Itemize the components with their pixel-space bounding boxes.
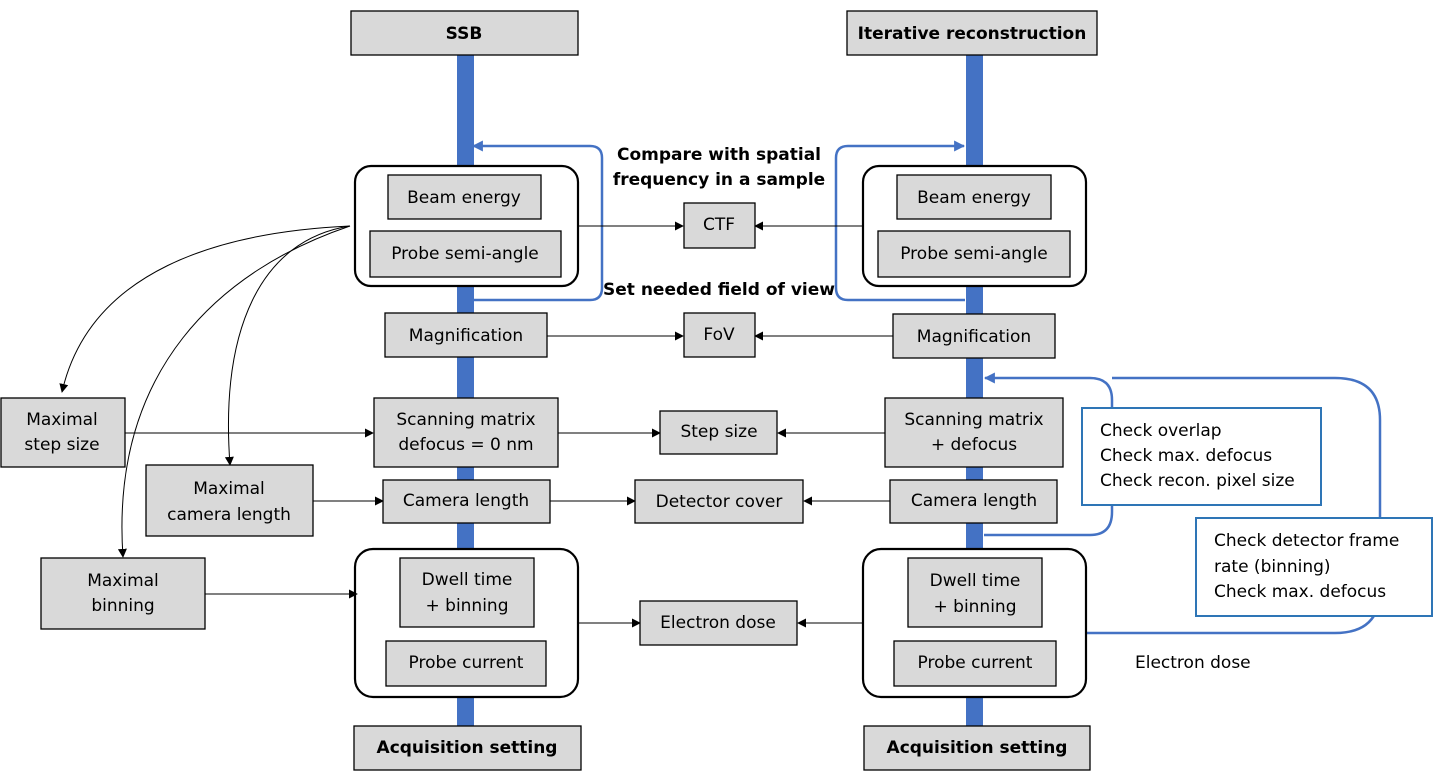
ctf-box bbox=[683, 202, 756, 249]
iterative-probe-semi-angle-label: Probe semi-angle bbox=[900, 244, 1048, 264]
overlap-note bbox=[1081, 407, 1322, 506]
ssb-probe-semi-angle-label: Probe semi-angle bbox=[391, 244, 539, 264]
iterative-acquisition-label: Acquisition setting bbox=[887, 738, 1068, 758]
iterative-scanning-matrix-line1: Scanning matrix bbox=[904, 410, 1043, 430]
max-binning-line2: binning bbox=[91, 596, 154, 616]
ssb-header bbox=[350, 10, 579, 56]
ssb-beam-energy-label: Beam energy bbox=[407, 188, 521, 208]
ssb-magnification-label: Magnification bbox=[409, 326, 523, 346]
iterative-camera-length-label: Camera length bbox=[911, 491, 1037, 511]
iterative-magnification-label: Magnification bbox=[917, 327, 1031, 347]
iterative-probe-current-label: Probe current bbox=[918, 653, 1033, 673]
ssb-camera-length bbox=[382, 479, 551, 524]
ssb-feedback-loop bbox=[471, 140, 604, 302]
iterative-title: Iterative reconstruction bbox=[858, 24, 1087, 44]
frame-rate-note bbox=[1195, 517, 1433, 617]
ssb-probe-semi-angle bbox=[369, 230, 562, 278]
max-step-size-box bbox=[0, 397, 126, 468]
ssb-magnification bbox=[384, 312, 548, 358]
iterative-beam-energy bbox=[896, 174, 1052, 220]
frame-rate-note-line1: Check detector frame bbox=[1214, 531, 1399, 551]
ssb-scanning-matrix bbox=[373, 397, 559, 468]
fov-heading: Set needed field of view bbox=[603, 280, 835, 300]
iterative-probe-current bbox=[893, 640, 1057, 687]
electron-dose-note: Electron dose bbox=[1135, 653, 1251, 673]
max-step-size-line1: Maximal bbox=[26, 410, 98, 430]
ssb-dwell-time-line1: Dwell time bbox=[422, 570, 513, 590]
electron-dose-label: Electron dose bbox=[660, 613, 776, 633]
iterative-acquisition bbox=[863, 725, 1091, 771]
iterative-dwell-time-line1: Dwell time bbox=[930, 571, 1021, 591]
iterative-dwell-time-line2: + binning bbox=[934, 597, 1017, 617]
detector-cover-box bbox=[634, 479, 804, 524]
ssb-acquisition bbox=[353, 725, 582, 771]
step-size-label: Step size bbox=[680, 422, 757, 442]
ssb-scanning-matrix-line1: Scanning matrix bbox=[396, 410, 535, 430]
ssb-scanning-matrix-line2: defocus = 0 nm bbox=[398, 435, 533, 455]
iterative-beam-energy-label: Beam energy bbox=[917, 188, 1031, 208]
ssb-camera-length-label: Camera length bbox=[403, 491, 529, 511]
overlap-note-line2: Check max. defocus bbox=[1100, 446, 1272, 466]
ssb-probe-current-label: Probe current bbox=[409, 653, 524, 673]
iterative-feedback-loop bbox=[834, 140, 966, 302]
overlap-note-line1: Check overlap bbox=[1100, 421, 1222, 441]
frame-rate-note-line2: rate (binning) bbox=[1214, 557, 1331, 577]
curve-to-max-step bbox=[59, 225, 351, 393]
iterative-header bbox=[846, 10, 1098, 56]
ssb-probe-current bbox=[385, 640, 547, 687]
fov-label: FoV bbox=[703, 325, 735, 345]
iterative-dwell-time bbox=[907, 557, 1043, 628]
fov-box bbox=[683, 312, 756, 358]
overlap-note-line3: Check recon. pixel size bbox=[1100, 471, 1295, 491]
iterative-probe-semi-angle bbox=[877, 230, 1071, 278]
frame-rate-feedback-loop bbox=[975, 376, 1382, 635]
ctf-heading-line1: Compare with spatial bbox=[617, 145, 821, 165]
iterative-camera-length bbox=[889, 479, 1058, 524]
max-binning-box bbox=[40, 557, 206, 630]
frame-rate-note-line3: Check max. defocus bbox=[1214, 582, 1386, 602]
ssb-title: SSB bbox=[446, 24, 483, 44]
max-camera-length-line1: Maximal bbox=[193, 479, 265, 499]
curve-to-max-binning bbox=[117, 225, 351, 558]
iterative-magnification bbox=[892, 313, 1056, 359]
ssb-dwell-time bbox=[399, 557, 535, 628]
ctf-heading-line2: frequency in a sample bbox=[613, 170, 825, 190]
curve-to-max-camera bbox=[224, 225, 351, 466]
ssb-acquisition-label: Acquisition setting bbox=[377, 738, 558, 758]
max-camera-length-line2: camera length bbox=[167, 505, 291, 525]
detector-cover-label: Detector cover bbox=[656, 492, 783, 512]
ssb-dwell-time-line2: + binning bbox=[426, 596, 509, 616]
max-step-size-line2: step size bbox=[24, 435, 99, 455]
iterative-scanning-matrix-line2: + defocus bbox=[931, 435, 1017, 455]
electron-dose-box bbox=[639, 600, 798, 646]
max-camera-length-box bbox=[145, 464, 314, 537]
max-binning-line1: Maximal bbox=[87, 571, 159, 591]
step-size-box bbox=[659, 410, 778, 455]
ssb-beam-energy bbox=[387, 174, 542, 220]
iterative-scanning-matrix bbox=[884, 397, 1064, 468]
ctf-label: CTF bbox=[703, 215, 735, 235]
